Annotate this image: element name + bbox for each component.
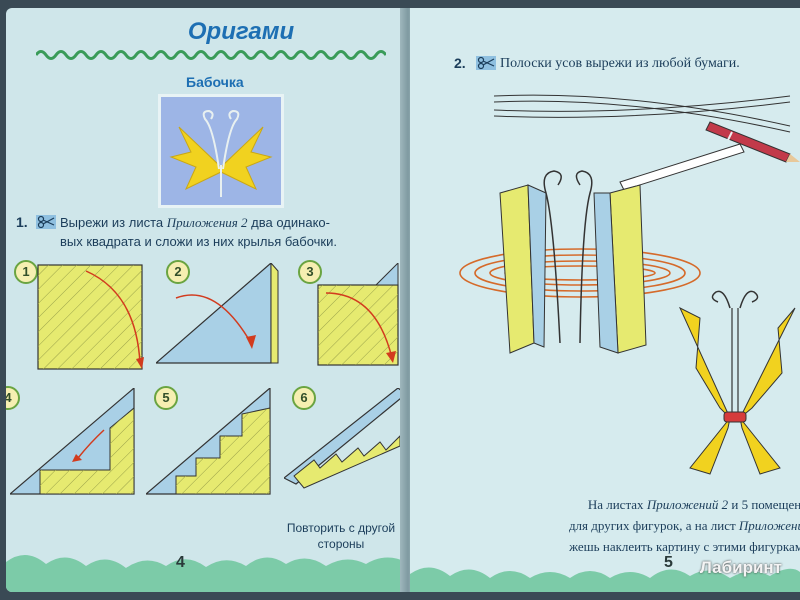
step-badge-3: 3 bbox=[298, 260, 322, 284]
step1-text-line2: вых квадрата и сложи из них крылья бабоч… bbox=[60, 234, 337, 249]
bottom-text-part: На листах bbox=[587, 497, 647, 512]
repeat-note: Повторить с другой стороны bbox=[281, 520, 401, 552]
bottom-text-part: и 5 помещены bbox=[731, 497, 800, 512]
step1-text-reference: Приложения 2 bbox=[166, 215, 248, 230]
page-number-right: 5 bbox=[664, 554, 673, 571]
step-badge-6: 6 bbox=[292, 386, 316, 410]
fold-diagram-1 bbox=[37, 264, 144, 370]
scissors-icon bbox=[36, 215, 56, 229]
grass-decoration bbox=[410, 567, 800, 592]
fold-diagram-5 bbox=[146, 388, 271, 495]
step-badge-5: 5 bbox=[154, 386, 178, 410]
finished-butterfly-diagram bbox=[678, 290, 796, 475]
pencil-icon bbox=[705, 121, 800, 163]
left-page: Оригами Бабочка 1. Вырежи из листа Прило… bbox=[6, 8, 406, 592]
page-number-left: 4 bbox=[176, 554, 185, 571]
fold-diagram-4 bbox=[10, 388, 135, 495]
antenna-strips-diagram bbox=[493, 94, 791, 191]
grass-decoration bbox=[6, 554, 406, 592]
bottom-text-part: для других фигурок, а на лист bbox=[568, 518, 739, 533]
step-badge-2: 2 bbox=[166, 260, 190, 284]
butterfly-image bbox=[169, 109, 273, 197]
scissors-icon bbox=[476, 56, 496, 70]
butterfly-photo bbox=[158, 94, 284, 208]
butterfly-assembly-diagram bbox=[459, 170, 701, 354]
repeat-note-line1: Повторить с другой bbox=[286, 521, 396, 535]
title-wave-divider bbox=[36, 50, 386, 60]
bottom-text-reference: Приложений 2 bbox=[646, 497, 729, 512]
bottom-text-reference: Приложения bbox=[738, 518, 800, 533]
fold-diagram-2 bbox=[156, 263, 279, 364]
page-title: Оригами bbox=[187, 18, 295, 45]
watermark-logo: Лабиринт bbox=[699, 558, 782, 577]
step1-instruction: Вырежи из листа Приложения 2 два одинако… bbox=[60, 213, 400, 251]
bottom-text-line3: жешь наклеить картину с этими фигурками bbox=[569, 539, 800, 554]
step1-text-part: два одинако- bbox=[247, 215, 330, 230]
step-badge-1: 1 bbox=[14, 260, 38, 284]
step1-text-part: Вырежи из листа bbox=[60, 215, 167, 230]
right-page: 2. Полоски усов вырежи из любой бумаги. bbox=[410, 8, 800, 592]
repeat-note-line2: стороны bbox=[317, 537, 365, 551]
fold-diagram-3 bbox=[317, 263, 399, 366]
step2-instruction: Полоски усов вырежи из любой бумаги. bbox=[500, 56, 740, 71]
fold-diagram-6 bbox=[284, 388, 406, 489]
bottom-paragraph: На листах Приложений 2 и 5 помещены для … bbox=[450, 494, 800, 557]
section-subtitle: Бабочка bbox=[186, 74, 244, 90]
step2-number: 2. bbox=[454, 55, 466, 71]
step1-number: 1. bbox=[16, 214, 28, 230]
